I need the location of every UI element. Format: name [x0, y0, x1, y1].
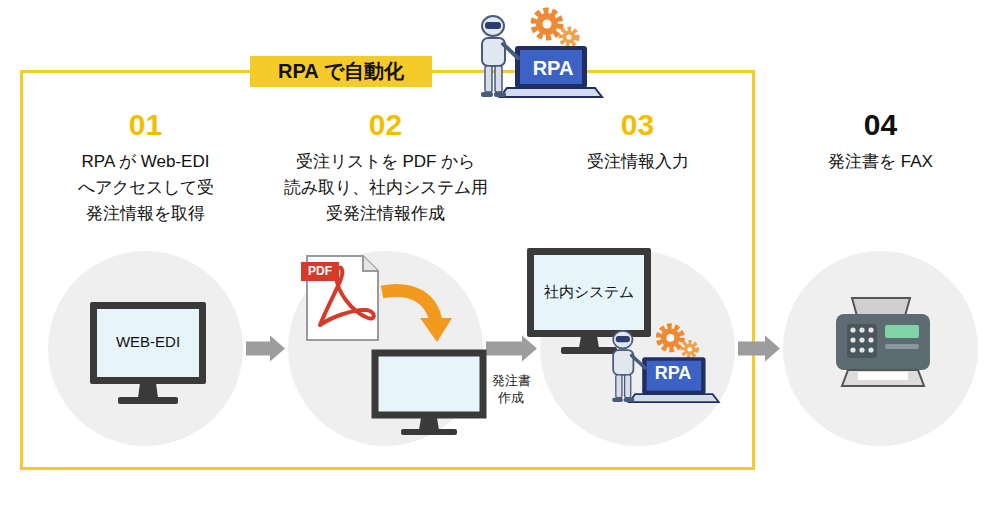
screen-label: WEB-EDI — [116, 333, 180, 377]
file-type-label: PDF — [308, 265, 332, 277]
frame-title: RPA で自動化 — [250, 56, 432, 87]
step-description: 発注書を FAX — [781, 149, 981, 175]
edge-label: 発注書 作成 — [490, 372, 533, 406]
automation-frame: RPA で自動化01RPA が Web-EDI へアクセスして受 発注情報を取得… — [20, 70, 755, 470]
flow-arrow — [738, 336, 780, 362]
step-number: 02 — [248, 107, 523, 143]
step-heading: 01RPA が Web-EDI へアクセスして受 発注情報を取得 — [8, 107, 283, 227]
step-description: 受注リストを PDF から 読み取り、社内システム用 受発注情報作成 — [278, 149, 493, 227]
step-number: 03 — [500, 107, 775, 143]
step-circle: 03受注情報入力社内システム — [540, 251, 735, 446]
monitor-screen: 社内システム — [527, 248, 651, 337]
screen-label: RPA — [533, 58, 574, 78]
screen-label: 社内システム — [544, 283, 634, 330]
step-description: RPA が Web-EDI へアクセスして受 発注情報を取得 — [70, 149, 222, 227]
step-description: 受注情報入力 — [538, 149, 738, 175]
step-heading: 03 受注情報入力 — [500, 107, 775, 175]
step-heading: 04 発注書を FAX — [743, 107, 1000, 175]
screen-label: RPA — [655, 364, 692, 382]
step-number: 01 — [8, 107, 283, 143]
step-number: 04 — [743, 107, 1000, 143]
flow-arrow — [246, 336, 285, 362]
flow-arrow — [486, 336, 537, 362]
step-circle: 02受注リストを PDF から 読み取り、社内システム用 受発注情報作成 — [288, 251, 483, 446]
monitor-screen: WEB-EDI — [90, 302, 206, 384]
robot-icon — [481, 11, 602, 97]
step-circle: 01RPA が Web-EDI へアクセスして受 発注情報を取得WEB-EDI — [48, 251, 243, 446]
step-circle: 04発注書を FAX — [783, 251, 978, 446]
step-heading: 02 受注リストを PDF から 読み取り、社内システム用 受発注情報作成 — [248, 107, 523, 227]
